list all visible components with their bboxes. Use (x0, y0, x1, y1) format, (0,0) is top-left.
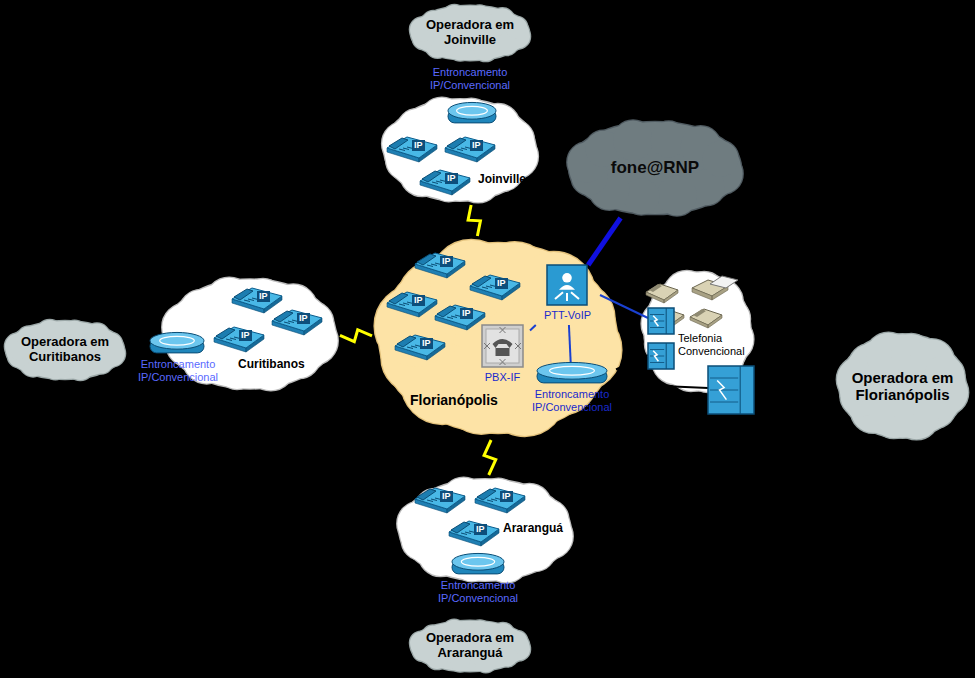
network-device: Entroncamento IP/Convencional (420, 66, 520, 126)
ip-phone-icon (420, 170, 470, 195)
cloud-label: Florianópolis (410, 392, 520, 408)
phone-ip-mark: IP (297, 313, 310, 324)
network-device: Entroncamento IP/Convencional (128, 332, 228, 388)
phone-ip-mark: IP (500, 491, 513, 502)
cloud-label: Operadora em Florianópolis (844, 369, 962, 404)
network-cloud: Operadora em Florianópolis (835, 330, 970, 442)
telephony-wires (600, 295, 708, 388)
phone-ip-mark: IP (257, 291, 270, 302)
phone-ip-mark: IP (440, 256, 453, 267)
ip-phone-icon (415, 488, 465, 513)
network-device: Entroncamento IP/Convencional (428, 553, 528, 610)
network-cloud: Operadora em Joinville (408, 3, 532, 63)
cloud-label: Joinville (478, 173, 536, 187)
pbx-cabinet-icon (648, 308, 674, 334)
cloud-label: Operadora em Araranguá (418, 631, 522, 661)
ip-phone-icon (445, 137, 495, 162)
phone-ip-mark: IP (412, 295, 425, 306)
network-link (588, 218, 620, 265)
phone-ip-mark: IP (239, 330, 252, 341)
network-cloud: Operadora em Curitibanos (3, 318, 127, 382)
ip-phone-icon (475, 488, 525, 513)
phone-ip-mark: IP (470, 140, 483, 151)
cloud-label: Curitibanos (238, 358, 318, 372)
phone-ip-mark: IP (460, 308, 473, 319)
device-label: PBX-IF (475, 371, 530, 384)
wan-link-bolt (468, 205, 480, 236)
ip-phone-icon (387, 292, 437, 317)
phone-ip-mark: IP (440, 491, 453, 502)
device-label: Entroncamento IP/Convencional (425, 66, 515, 91)
network-cloud: Operadora em Araranguá (408, 618, 532, 674)
network-device: PTT-VoIP (535, 265, 600, 325)
pbx-cabinet-icon (648, 343, 674, 369)
ip-phone-icon (449, 521, 499, 546)
network-cloud: fone@RNP (565, 118, 745, 218)
phone-ip-mark: IP (420, 338, 433, 349)
conventional-phone-icon (690, 309, 722, 328)
cloud-label: Telefonia Convencional (678, 332, 754, 357)
device-label: Entroncamento IP/Convencional (133, 358, 223, 383)
phone-ip-mark: IP (445, 173, 458, 184)
device-label: Entroncamento IP/Convencional (528, 388, 616, 413)
fax-icon (692, 276, 738, 300)
pbx-cabinet-icon (708, 366, 754, 414)
ip-phone-icon (395, 335, 445, 360)
ip-phone-icon (214, 327, 264, 352)
device-label: Entroncamento IP/Convencional (433, 579, 523, 604)
cloud-label: Operadora em Curitibanos (13, 335, 117, 365)
wan-link-bolt (484, 440, 496, 475)
network-device: PBX-IF (475, 325, 530, 388)
phone-ip-mark: IP (412, 140, 425, 151)
phone-ip-mark: IP (474, 524, 487, 535)
cloud-label: fone@RNP (580, 158, 730, 178)
ip-phone-icon (435, 305, 485, 330)
ip-phone-icon (470, 275, 520, 300)
device-label: PTT-VoIP (535, 309, 600, 322)
ip-phone-icon (415, 253, 465, 278)
ip-phone-icon (272, 310, 322, 335)
network-device: Entroncamento IP/Convencional (528, 362, 616, 418)
phone-ip-mark: IP (495, 278, 508, 289)
conventional-phone-icon (646, 284, 678, 303)
wan-link-bolt (340, 330, 372, 342)
cloud-label: Operadora em Joinville (418, 18, 522, 48)
ip-phone-icon (232, 288, 282, 313)
ip-phone-icon (387, 137, 437, 162)
cloud-label: Araranguá (503, 522, 569, 536)
